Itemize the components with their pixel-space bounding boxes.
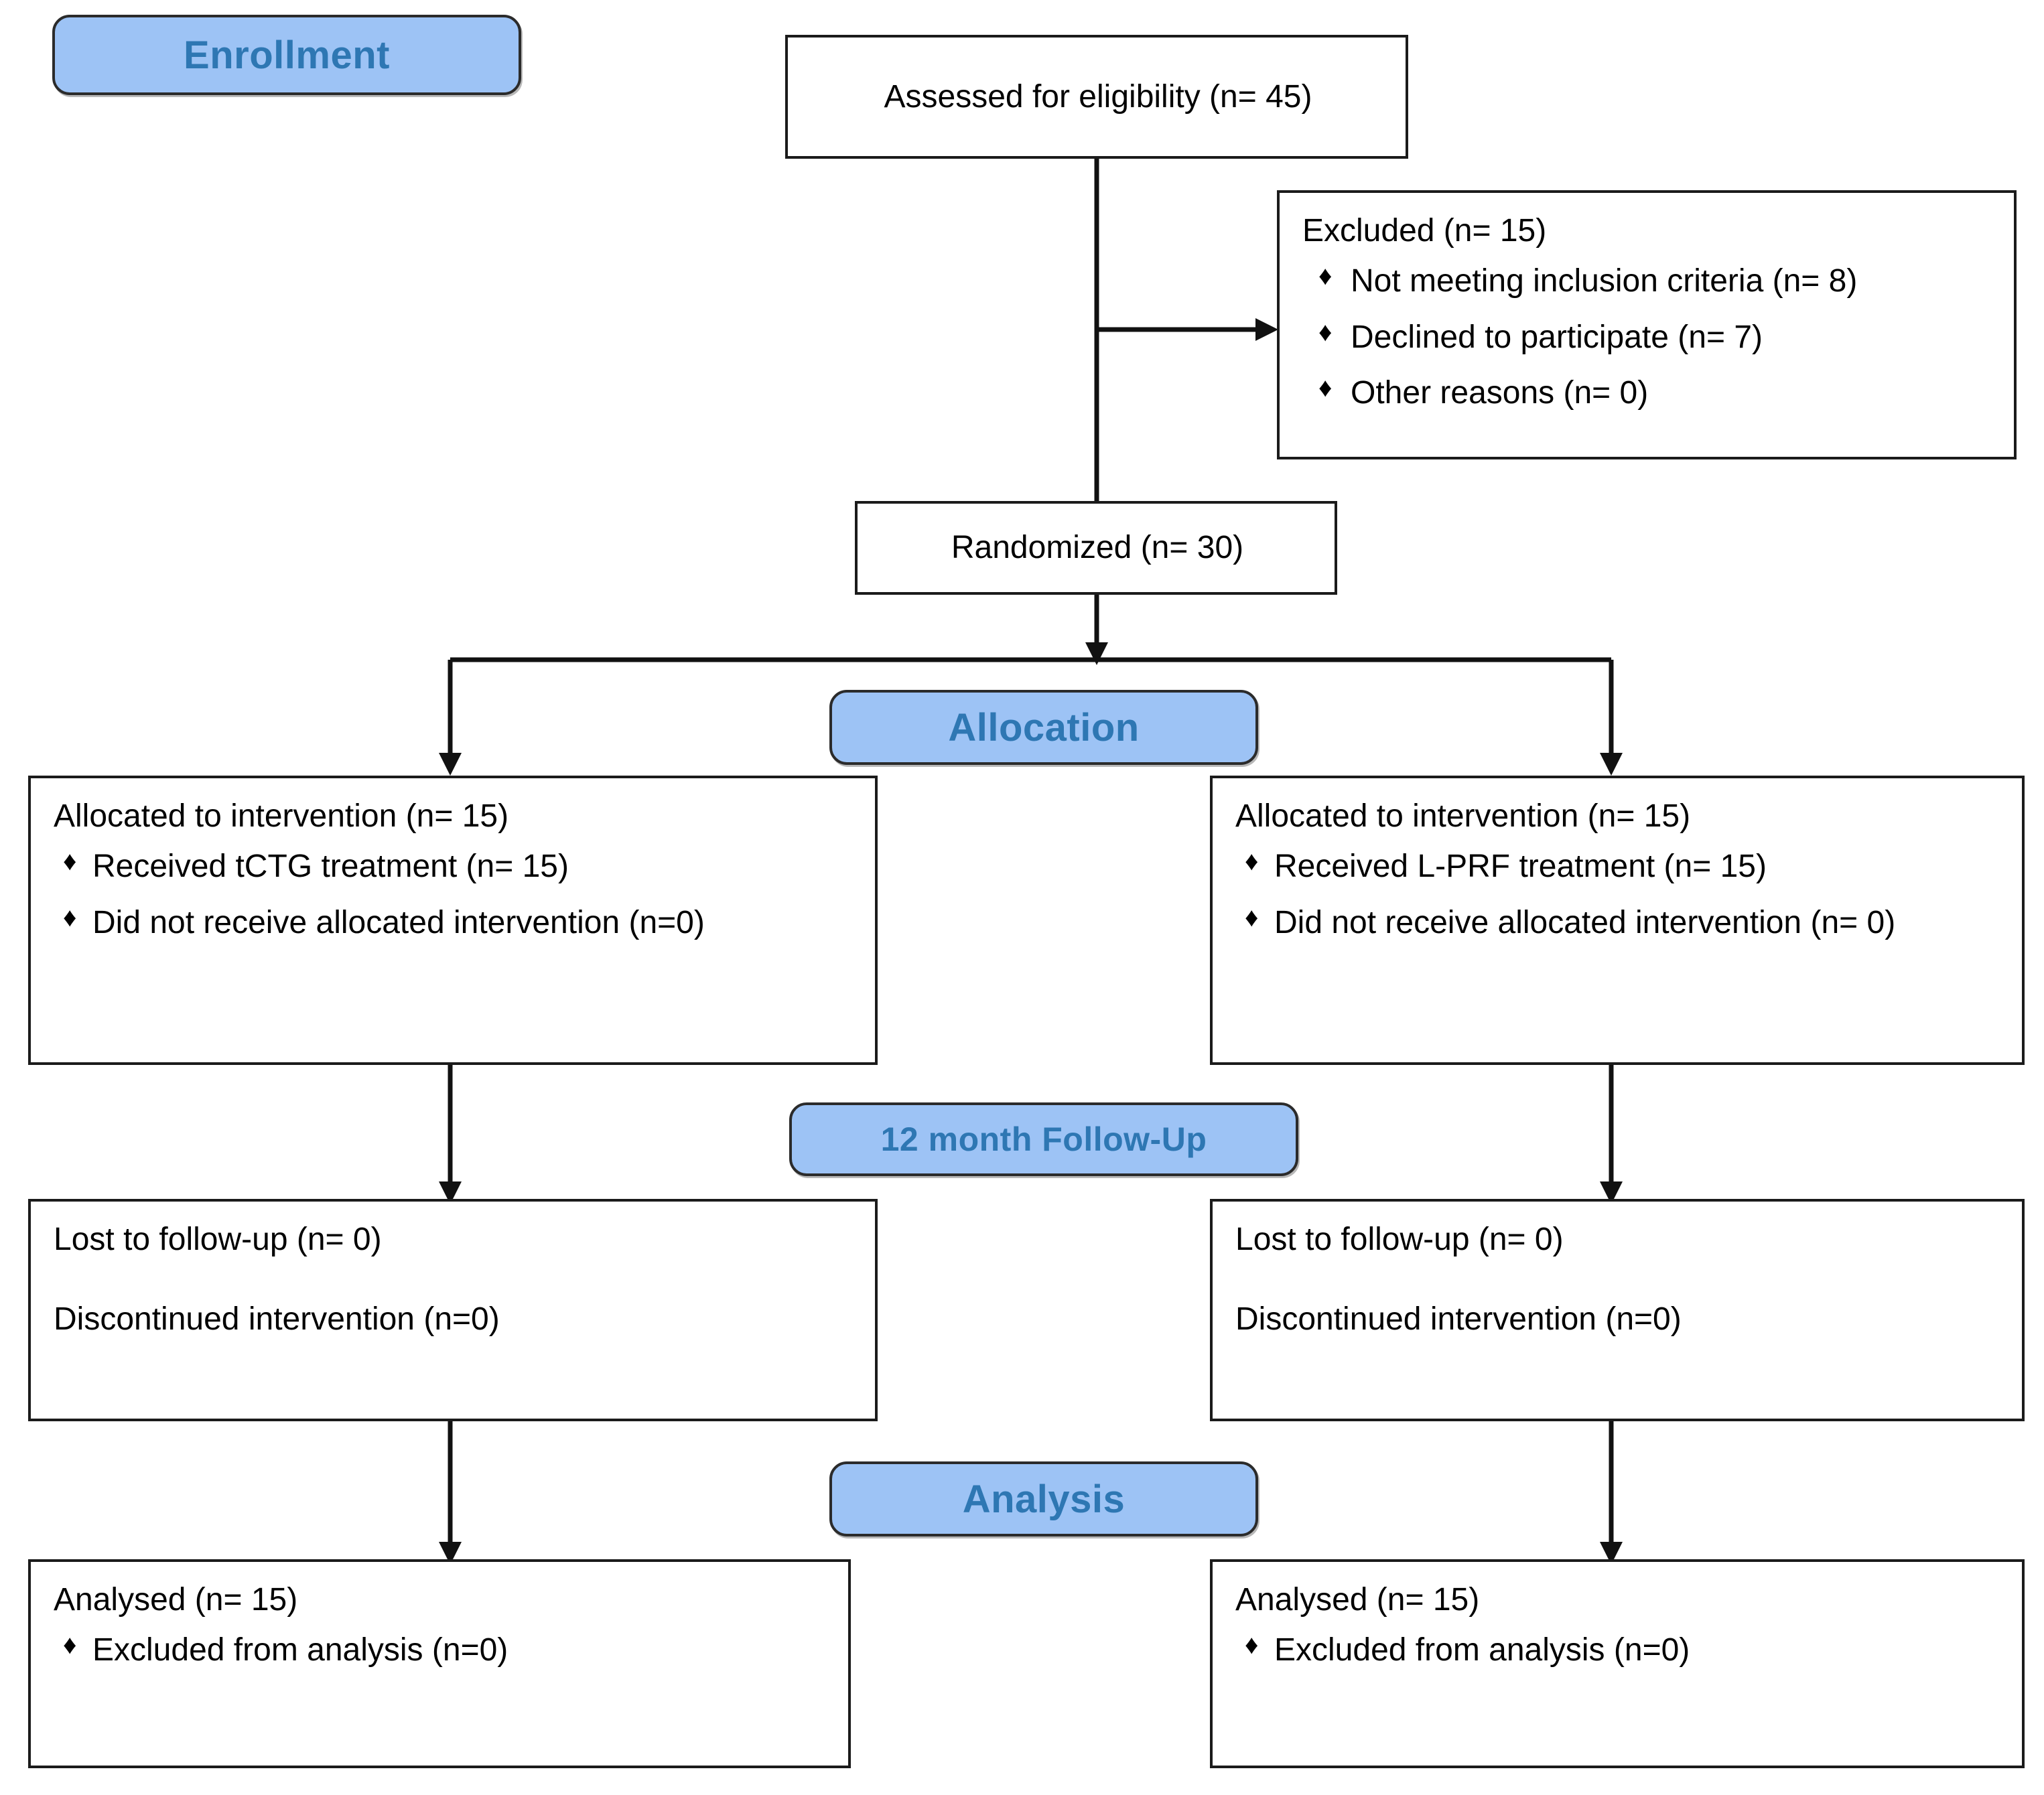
allocation-left-item-text: Received tCTG treatment (n= 15): [92, 849, 569, 885]
assessed-heading: Assessed for eligibility (n= 45): [884, 78, 1312, 115]
diamond-bullet-icon: ♦: [1245, 902, 1259, 932]
box-allocation-right-inner: Allocated to intervention (n= 15) ♦ Rece…: [1213, 778, 2022, 960]
excluded-reason-list: ♦ Not meeting inclusion criteria (n= 8) …: [1302, 261, 1994, 413]
box-allocation-left: Allocated to intervention (n= 15) ♦ Rece…: [28, 776, 878, 1065]
stage-label-followup: 12 month Follow-Up: [789, 1102, 1298, 1176]
stage-label-followup-text: 12 month Follow-Up: [880, 1121, 1207, 1158]
diamond-bullet-icon: ♦: [1245, 847, 1259, 877]
list-item: ♦ Excluded from analysis (n=0): [54, 1630, 828, 1670]
list-item: ♦ Did not receive allocated intervention…: [54, 902, 855, 943]
diamond-bullet-icon: ♦: [1318, 261, 1333, 291]
stage-label-analysis: Analysis: [829, 1461, 1258, 1536]
followup-right-line: Lost to follow-up (n= 0): [1235, 1222, 1564, 1257]
diamond-bullet-icon: ♦: [63, 847, 77, 877]
analysis-right-list: ♦ Excluded from analysis (n=0): [1235, 1630, 2002, 1670]
box-analysis-left-inner: Analysed (n= 15) ♦ Excluded from analysi…: [31, 1562, 848, 1689]
diamond-bullet-icon: ♦: [63, 1630, 77, 1660]
list-item: ♦ Declined to participate (n= 7): [1302, 317, 1994, 358]
diamond-bullet-icon: ♦: [1318, 317, 1333, 347]
diamond-bullet-icon: ♦: [63, 902, 77, 932]
allocation-right-list: ♦ Received L-PRF treatment (n= 15) ♦ Did…: [1235, 846, 2002, 943]
analysis-left-list: ♦ Excluded from analysis (n=0): [54, 1630, 828, 1670]
box-followup-left: Lost to follow-up (n= 0) Discontinued in…: [28, 1199, 878, 1421]
box-analysis-right: Analysed (n= 15) ♦ Excluded from analysi…: [1210, 1559, 2025, 1768]
list-item: ♦ Not meeting inclusion criteria (n= 8): [1302, 261, 1994, 301]
box-excluded-inner: Excluded (n= 15) ♦ Not meeting inclusion…: [1280, 193, 2014, 431]
followup-right-line: Discontinued intervention (n=0): [1235, 1301, 1682, 1338]
box-assessed-for-eligibility: Assessed for eligibility (n= 45): [785, 35, 1408, 159]
stage-label-enrollment-text: Enrollment: [184, 33, 390, 77]
box-followup-right: Lost to follow-up (n= 0) Discontinued in…: [1210, 1199, 2025, 1421]
stage-label-enrollment: Enrollment: [52, 15, 521, 95]
excluded-reason-text: Not meeting inclusion criteria (n= 8): [1351, 263, 1858, 299]
stage-label-allocation-text: Allocation: [948, 705, 1140, 749]
excluded-reason-text: Declined to participate (n= 7): [1351, 319, 1763, 355]
box-analysis-left: Analysed (n= 15) ♦ Excluded from analysi…: [28, 1559, 851, 1768]
list-item: ♦ Other reasons (n= 0): [1302, 372, 1994, 413]
excluded-heading: Excluded (n= 15): [1302, 213, 1547, 248]
box-randomized: Randomized (n= 30): [855, 501, 1337, 595]
list-item: ♦ Received L-PRF treatment (n= 15): [1235, 846, 2002, 887]
box-excluded: Excluded (n= 15) ♦ Not meeting inclusion…: [1277, 190, 2017, 459]
box-followup-left-inner: Lost to follow-up (n= 0) Discontinued in…: [31, 1202, 875, 1358]
allocation-left-heading: Allocated to intervention (n= 15): [54, 798, 509, 834]
allocation-right-item-text: Received L-PRF treatment (n= 15): [1274, 849, 1767, 885]
analysis-right-heading: Analysed (n= 15): [1235, 1582, 1480, 1618]
diamond-bullet-icon: ♦: [1245, 1630, 1259, 1660]
allocation-left-item-text: Did not receive allocated intervention (…: [92, 904, 705, 940]
list-item: ♦ Did not receive allocated intervention…: [1235, 902, 2002, 943]
box-followup-right-inner: Lost to follow-up (n= 0) Discontinued in…: [1213, 1202, 2022, 1358]
box-allocation-right: Allocated to intervention (n= 15) ♦ Rece…: [1210, 776, 2025, 1065]
list-item: ♦ Excluded from analysis (n=0): [1235, 1630, 2002, 1670]
stage-label-analysis-text: Analysis: [962, 1477, 1126, 1521]
box-assessed-inner: Assessed for eligibility (n= 45): [862, 59, 1333, 135]
allocation-left-list: ♦ Received tCTG treatment (n= 15) ♦ Did …: [54, 846, 855, 943]
stage-label-allocation: Allocation: [829, 690, 1258, 765]
analysis-right-item-text: Excluded from analysis (n=0): [1274, 1632, 1690, 1668]
box-analysis-right-inner: Analysed (n= 15) ♦ Excluded from analysi…: [1213, 1562, 2022, 1689]
randomized-heading: Randomized (n= 30): [951, 530, 1244, 566]
allocation-right-heading: Allocated to intervention (n= 15): [1235, 798, 1691, 834]
analysis-left-heading: Analysed (n= 15): [54, 1582, 298, 1618]
allocation-right-item-text: Did not receive allocated intervention (…: [1274, 904, 1896, 940]
followup-left-line: Lost to follow-up (n= 0): [54, 1222, 382, 1257]
analysis-left-item-text: Excluded from analysis (n=0): [92, 1632, 508, 1668]
followup-left-line: Discontinued intervention (n=0): [54, 1301, 500, 1338]
excluded-reason-text: Other reasons (n= 0): [1351, 375, 1649, 411]
diamond-bullet-icon: ♦: [1318, 373, 1333, 403]
box-allocation-left-inner: Allocated to intervention (n= 15) ♦ Rece…: [31, 778, 875, 960]
list-item: ♦ Received tCTG treatment (n= 15): [54, 846, 855, 887]
box-randomized-inner: Randomized (n= 30): [929, 510, 1264, 585]
